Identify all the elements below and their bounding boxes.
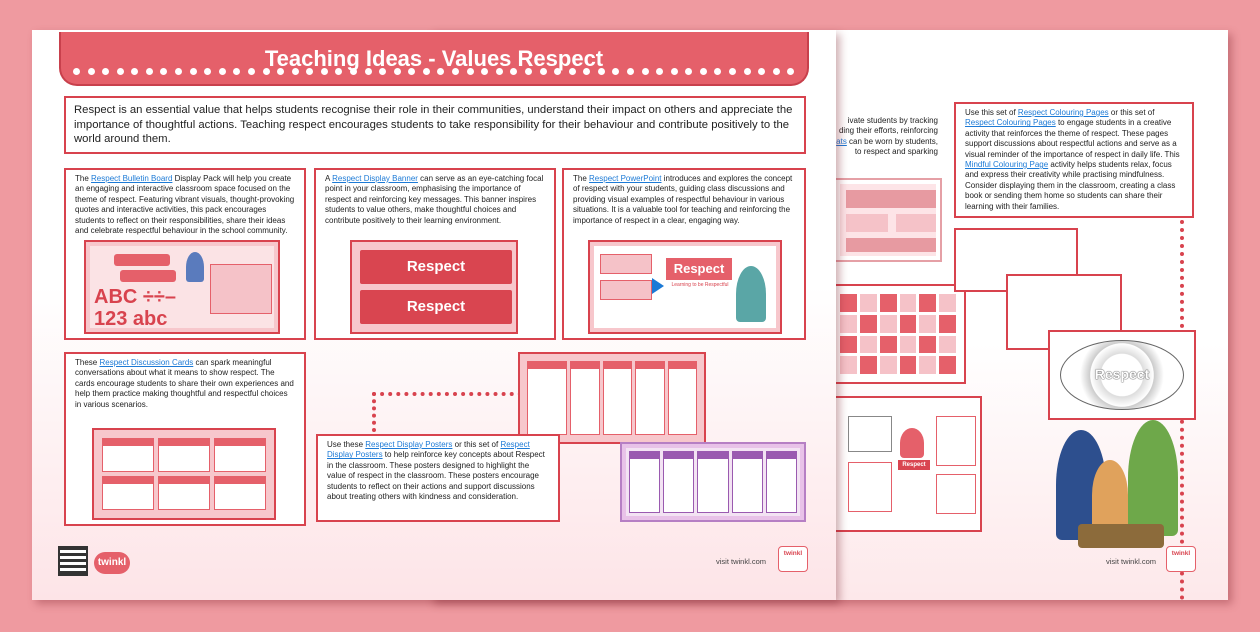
display-posters-box: Use these Respect Display Posters or thi… [316, 434, 560, 522]
colouring-text-3: to engage students in a creative activit… [965, 118, 1180, 159]
partial-line-1: ivate students by tracking [847, 116, 938, 125]
powerpoint-subtitle: Learning to be Respectful [671, 282, 729, 288]
colouring-pages-box: Use this set of Respect Colouring Pages … [954, 102, 1194, 218]
partial-line-4: to respect and sparking [854, 147, 938, 157]
connector-line-v [372, 392, 376, 432]
discussion-cards-thumbnail[interactable] [92, 428, 276, 520]
worksheet-thumbnail[interactable]: Respect [834, 396, 982, 532]
front-page: Teaching Ideas - Values Respect Respect … [32, 30, 836, 600]
title-banner: Teaching Ideas - Values Respect [59, 32, 809, 86]
posters-text-1: Use these [327, 440, 366, 449]
display-posters-link[interactable]: Respect Display Posters [365, 440, 453, 449]
bulletin-board-link[interactable]: Respect Bulletin Board [91, 174, 173, 183]
bulletin-board-thumbnail[interactable]: ABC ÷÷– 123 abc [84, 240, 280, 334]
bulletin-letters-1: ABC ÷÷– [94, 286, 176, 308]
colouring-pages-link[interactable]: Respect Colouring Pages [1017, 108, 1109, 117]
bulletin-letters-2: 123 abc [94, 308, 168, 328]
display-posters-thumbnail-2[interactable] [620, 442, 806, 522]
family-reading-illustration [1034, 420, 1196, 558]
visit-link-back[interactable]: visit twinkl.com [1106, 557, 1157, 566]
colouring-sheet-3[interactable]: Respect [1048, 330, 1196, 420]
display-posters-thumbnail[interactable] [518, 352, 706, 444]
colouring-mandala [1060, 340, 1184, 410]
connector-line-h [372, 392, 522, 396]
colouring-text-2: or this set of [1108, 108, 1155, 117]
powerpoint-link[interactable]: Respect PowerPoint [589, 174, 662, 183]
display-banner-thumbnail[interactable]: Respect Respect [350, 240, 518, 334]
visit-link-front[interactable]: visit twinkl.com [716, 557, 767, 566]
twinkl-badge-front: twinkl [778, 546, 808, 572]
colouring-label: Respect [1094, 366, 1150, 382]
partial-line-3: can be worn by students, [846, 136, 938, 146]
powerpoint-label: Respect [666, 258, 732, 280]
title-dots [61, 68, 807, 75]
twinkl-badge-back: twinkl [1166, 546, 1196, 572]
stickers-thumbnail[interactable] [834, 178, 942, 262]
intro-text-box: Respect is an essential value that helps… [64, 96, 806, 154]
banner-label-2: Respect [360, 290, 512, 324]
display-banner-link[interactable]: Respect Display Banner [332, 174, 418, 183]
cards-text-2: can spark meaningful conversations about… [75, 358, 294, 409]
banner-text-1: A [325, 174, 333, 183]
powerpoint-text-2: introduces and explores the concept of r… [573, 174, 793, 225]
page-title: Teaching Ideas - Values Respect [264, 46, 604, 71]
discussion-cards-link[interactable]: Respect Discussion Cards [99, 358, 194, 367]
qr-code [58, 546, 88, 576]
cards-text-1: These [75, 358, 100, 367]
colouring-text-1: Use this set of [965, 108, 1018, 117]
partial-link[interactable]: ats [836, 136, 847, 146]
posters-text-2: or this set of [452, 440, 501, 449]
bulletin-text-1: The [75, 174, 92, 183]
worksheet-label: Respect [898, 460, 930, 470]
partial-line-2: ding their efforts, reinforcing [838, 126, 938, 136]
colouring-pages-link-2[interactable]: Respect Colouring Pages [965, 118, 1056, 128]
powerpoint-thumbnail[interactable]: Respect Learning to be Respectful [588, 240, 782, 334]
banner-text-2: can serve as an eye-catching focal point… [325, 174, 544, 225]
display-posters-link-2[interactable]: Respect Display Posters [327, 440, 530, 460]
colouring-text-4: activity helps students relax, focus and… [965, 160, 1176, 211]
reward-chart-thumbnail[interactable] [830, 284, 966, 384]
play-icon[interactable] [652, 278, 664, 294]
mindful-colouring-link[interactable]: Mindful Colouring Page [965, 160, 1049, 170]
powerpoint-text-1: The [573, 174, 590, 183]
bulletin-text-2: Display Pack will help you create an eng… [75, 174, 295, 236]
banner-label-1: Respect [360, 250, 512, 284]
twinkl-logo: twinkl [94, 552, 130, 574]
posters-text-3: to help reinforce key concepts about Res… [327, 450, 545, 502]
